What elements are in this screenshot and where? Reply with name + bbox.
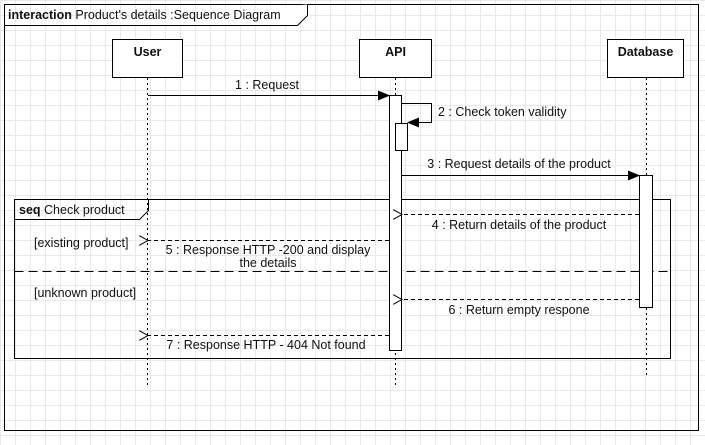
message-3-label: 3 : Request details of the product (427, 157, 611, 171)
frame-title: Product's details :Sequence Diagram (75, 8, 280, 22)
message-6: 6 : Return empty respone (402, 300, 639, 317)
message-6-label: 6 : Return empty respone (448, 303, 589, 317)
message-7: 7 : Response HTTP - 404 Not found (148, 336, 389, 352)
lifeline-database-label: Database (618, 45, 674, 59)
lifeline-database: Database (607, 39, 684, 78)
frame-keyword: interaction (8, 8, 72, 22)
message-4-label: 4 : Return details of the product (432, 218, 607, 232)
svg-text:interaction Product's de: interaction Product's details :Sequence … (8, 8, 281, 22)
message-5: 5 : Response HTTP -200 and display the d… (148, 241, 389, 270)
message-1-label: 1 : Request (235, 78, 299, 92)
svg-text:seq Check product: seq Check product (19, 203, 125, 217)
lifeline-user-label: User (134, 45, 162, 59)
message-4: 4 : Return details of the product (402, 215, 639, 232)
lifeline-user: User (112, 39, 183, 78)
message-5-label-line1: 5 : Response HTTP -200 and display (166, 243, 371, 257)
lifeline-api-label: API (385, 45, 406, 59)
guard-unknown: [unknown product] (34, 286, 136, 300)
message-7-label: 7 : Response HTTP - 404 Not found (166, 338, 365, 352)
message-2-label: 2 : Check token validity (438, 105, 567, 119)
guard-existing: [existing product] (34, 236, 129, 250)
interaction-frame: interaction Product's details :Sequence … (4, 4, 699, 431)
api-self-activation (395, 123, 408, 151)
lifeline-api: API (359, 39, 432, 78)
message-5-label-line2: the details (240, 256, 297, 270)
fragment-keyword: seq (19, 203, 41, 217)
api-activation (389, 95, 402, 351)
database-activation (639, 175, 653, 308)
fragment-title: Check product (44, 203, 125, 217)
combined-fragment: seq Check product [existing product] [un… (14, 199, 671, 359)
message-2: 2 : Check token validity (402, 103, 567, 128)
message-3: 3 : Request details of the product (402, 157, 640, 181)
message-1: 1 : Request (148, 78, 390, 101)
